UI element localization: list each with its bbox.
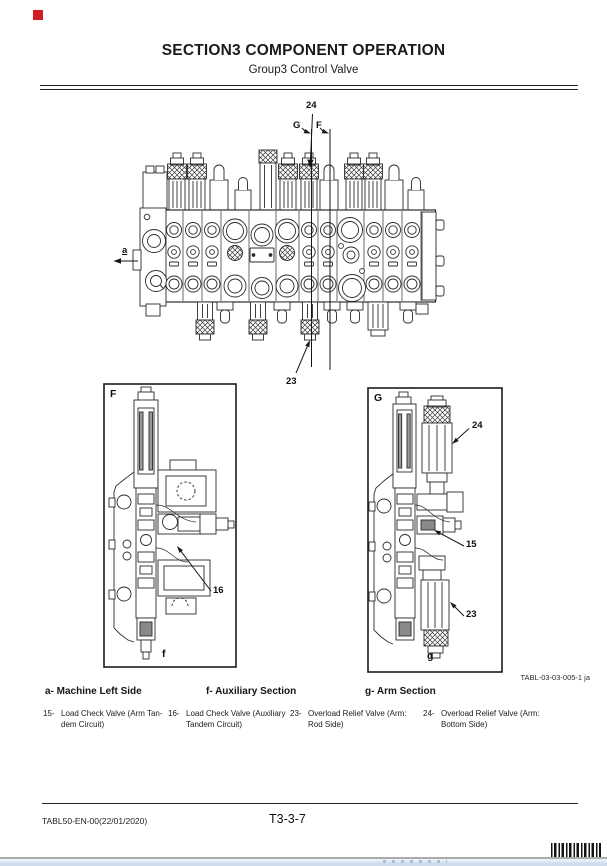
red-registration-mark — [33, 10, 43, 20]
legend-number: 15- — [43, 709, 55, 718]
legend-item-15: 15- Load Check Valve (Arm Tan-dem Circuit… — [43, 709, 173, 730]
bottom-divider-line — [0, 857, 607, 859]
legend-text: Overload Relief Valve (Arm:Rod Side) — [308, 709, 407, 729]
overview-section-marker-g: G — [293, 120, 301, 131]
footer-doc-code: TABL50-EN-00(22/01/2020) — [42, 816, 148, 826]
detail-g-drawing — [368, 391, 464, 659]
detail-f-box-border — [103, 383, 237, 668]
detail-g-marker: G — [374, 392, 383, 404]
header-double-rule — [40, 85, 578, 90]
caption-machine-left-side: a- Machine Left Side — [45, 686, 142, 697]
bottom-blue-strip — [0, 859, 607, 866]
overview-view-arrow-label: a — [122, 245, 128, 256]
legend-number: 23- — [290, 709, 302, 718]
detail-g-box-border — [367, 387, 503, 673]
page-subtitle: Group3 Control Valve — [248, 64, 359, 76]
legend-number: 16- — [168, 709, 180, 718]
detail-f-callout-16: 16 — [213, 585, 224, 596]
detail-g-callout-15: 15 — [466, 539, 477, 550]
detail-f-drawing — [108, 386, 235, 660]
legend-text: Load Check Valve (Arm Tan-dem Circuit) — [61, 709, 163, 729]
legend-number: 24- — [423, 709, 435, 718]
detail-g-callout-23: 23 — [466, 609, 477, 620]
overview-callout-24: 24 — [306, 100, 317, 111]
detail-g-callout-24: 24 — [472, 420, 483, 431]
barcode-mark — [551, 843, 601, 860]
caption-auxiliary-section: f- Auxiliary Section — [206, 686, 297, 697]
detail-f-marker: F — [110, 388, 117, 400]
detail-g-section-letter: g — [427, 650, 434, 662]
legend-text: Overload Relief Valve (Arm:Bottom Side) — [441, 709, 540, 729]
detail-g-leaders — [434, 428, 470, 617]
legend-item-23: 23- Overload Relief Valve (Arm:Rod Side) — [290, 709, 420, 730]
figure-reference-code: TABL-03-03-005-1 ja — [520, 673, 590, 682]
overview-leaders — [113, 113, 331, 374]
footer-page-number: T3-3-7 — [269, 812, 306, 826]
overview-drawing — [132, 149, 445, 341]
detail-f-leaders — [177, 546, 212, 592]
bottom-strip-marks — [383, 860, 447, 863]
footer-rule — [42, 803, 578, 804]
detail-f-section-letter: f — [162, 648, 166, 660]
overview-callout-23: 23 — [286, 376, 297, 387]
page-title: SECTION3 COMPONENT OPERATION — [161, 42, 446, 59]
overview-section-marker-f: F — [316, 120, 322, 131]
legend-item-24: 24- Overload Relief Valve (Arm:Bottom Sid… — [423, 709, 553, 730]
caption-arm-section: g- Arm Section — [365, 686, 436, 697]
